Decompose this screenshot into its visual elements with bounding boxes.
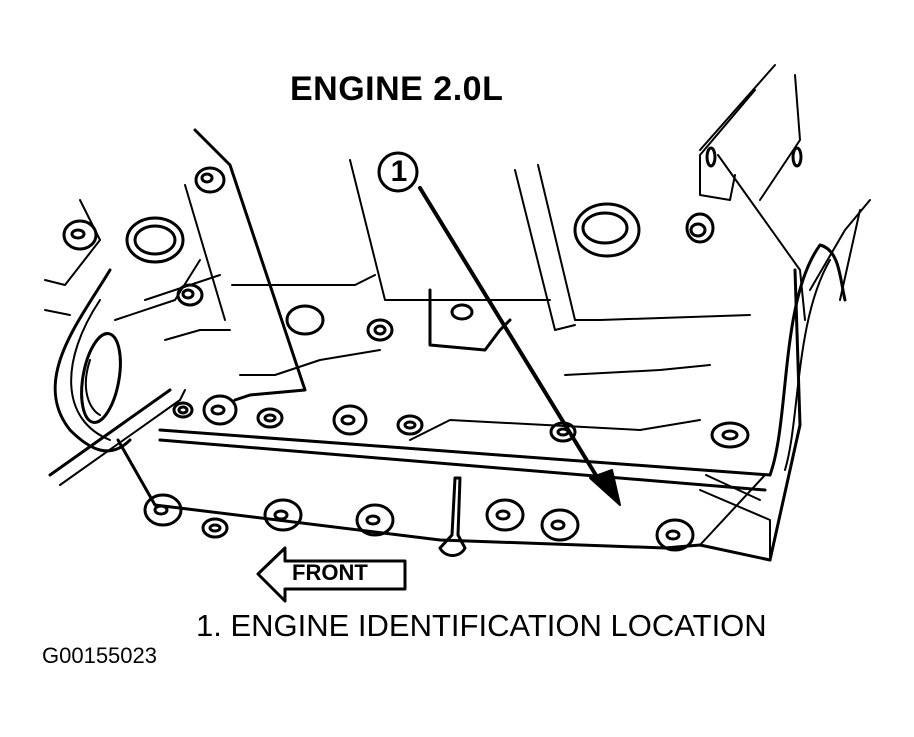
callout-number: 1 [390, 155, 408, 188]
boss [332, 404, 368, 436]
front-arrow-icon [256, 546, 407, 603]
crankshaft-seal-arch [768, 243, 847, 477]
boss [62, 219, 98, 251]
dipstick-tube [438, 476, 467, 557]
boss [396, 414, 424, 436]
boss [573, 202, 641, 258]
callout-1-leader [418, 186, 621, 506]
boss [201, 517, 229, 539]
diagram-title: ENGINE 2.0L [290, 70, 504, 108]
boss [355, 503, 395, 537]
boss [450, 303, 474, 321]
boss [540, 508, 580, 542]
boss [202, 394, 238, 426]
boss [791, 146, 803, 168]
boss [485, 498, 525, 532]
boss [685, 212, 715, 244]
boss [125, 216, 185, 264]
bolt-bosses [62, 146, 803, 552]
boss [143, 493, 183, 527]
boss [710, 421, 750, 449]
boss [263, 498, 303, 532]
boss [655, 518, 695, 552]
boss [366, 318, 394, 342]
timing-cover [44, 128, 307, 486]
boss [256, 407, 284, 429]
figure-id: G00155023 [42, 643, 157, 668]
boss [285, 304, 325, 336]
callout-1-circle [377, 151, 419, 193]
legend-item: 1. ENGINE IDENTIFICATION LOCATION [196, 608, 767, 643]
boss [176, 283, 204, 307]
boss [172, 401, 194, 419]
front-label: FRONT [292, 560, 368, 585]
boss [194, 166, 226, 194]
boss [705, 146, 717, 168]
block-upper-surfaces [231, 64, 871, 441]
engine-block-outline [116, 268, 802, 562]
